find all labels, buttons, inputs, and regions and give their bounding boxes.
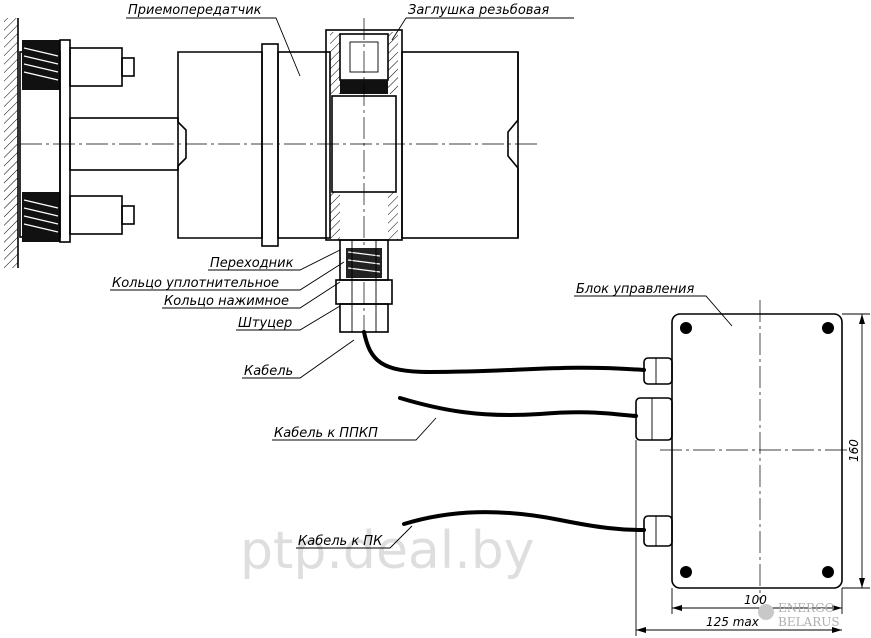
dim-height: 160 — [847, 439, 861, 462]
logo-line1: ENERGO — [778, 601, 835, 615]
cable-pc — [402, 510, 646, 532]
label-cable-ppkp: Кабель к ППКП — [274, 426, 378, 441]
dim-width-inner: 100 — [744, 593, 767, 607]
transceiver-body — [20, 18, 540, 340]
label-cable: Кабель — [244, 364, 293, 379]
leader-lines — [110, 17, 733, 549]
wall-mount — [4, 18, 179, 268]
control-unit-box — [635, 300, 856, 600]
label-control-unit: Блок управления — [576, 282, 694, 297]
cables — [362, 330, 646, 532]
watermark: ptp.deal.by — [240, 521, 535, 581]
label-pressure-ring: Кольцо нажимное — [164, 294, 289, 309]
label-cable-pc: Кабель к ПК — [298, 534, 383, 549]
labels: Приемопередатчик Заглушка резьбовая Пере… — [112, 3, 861, 629]
dimension-lines — [635, 313, 870, 636]
energo-logo: ENERGO BELARUS — [758, 601, 840, 629]
label-fitting: Штуцер — [238, 316, 292, 331]
label-adapter: Переходник — [210, 256, 294, 271]
dim-width-max: 125 max — [706, 615, 760, 629]
logo-line2: BELARUS — [778, 615, 840, 629]
cable-main — [362, 330, 646, 375]
label-threaded-plug: Заглушка резьбовая — [408, 3, 549, 18]
cable-ppkp — [398, 396, 638, 418]
label-transceiver: Приемопередатчик — [128, 3, 262, 18]
label-sealing-ring: Кольцо уплотнительное — [112, 276, 279, 291]
